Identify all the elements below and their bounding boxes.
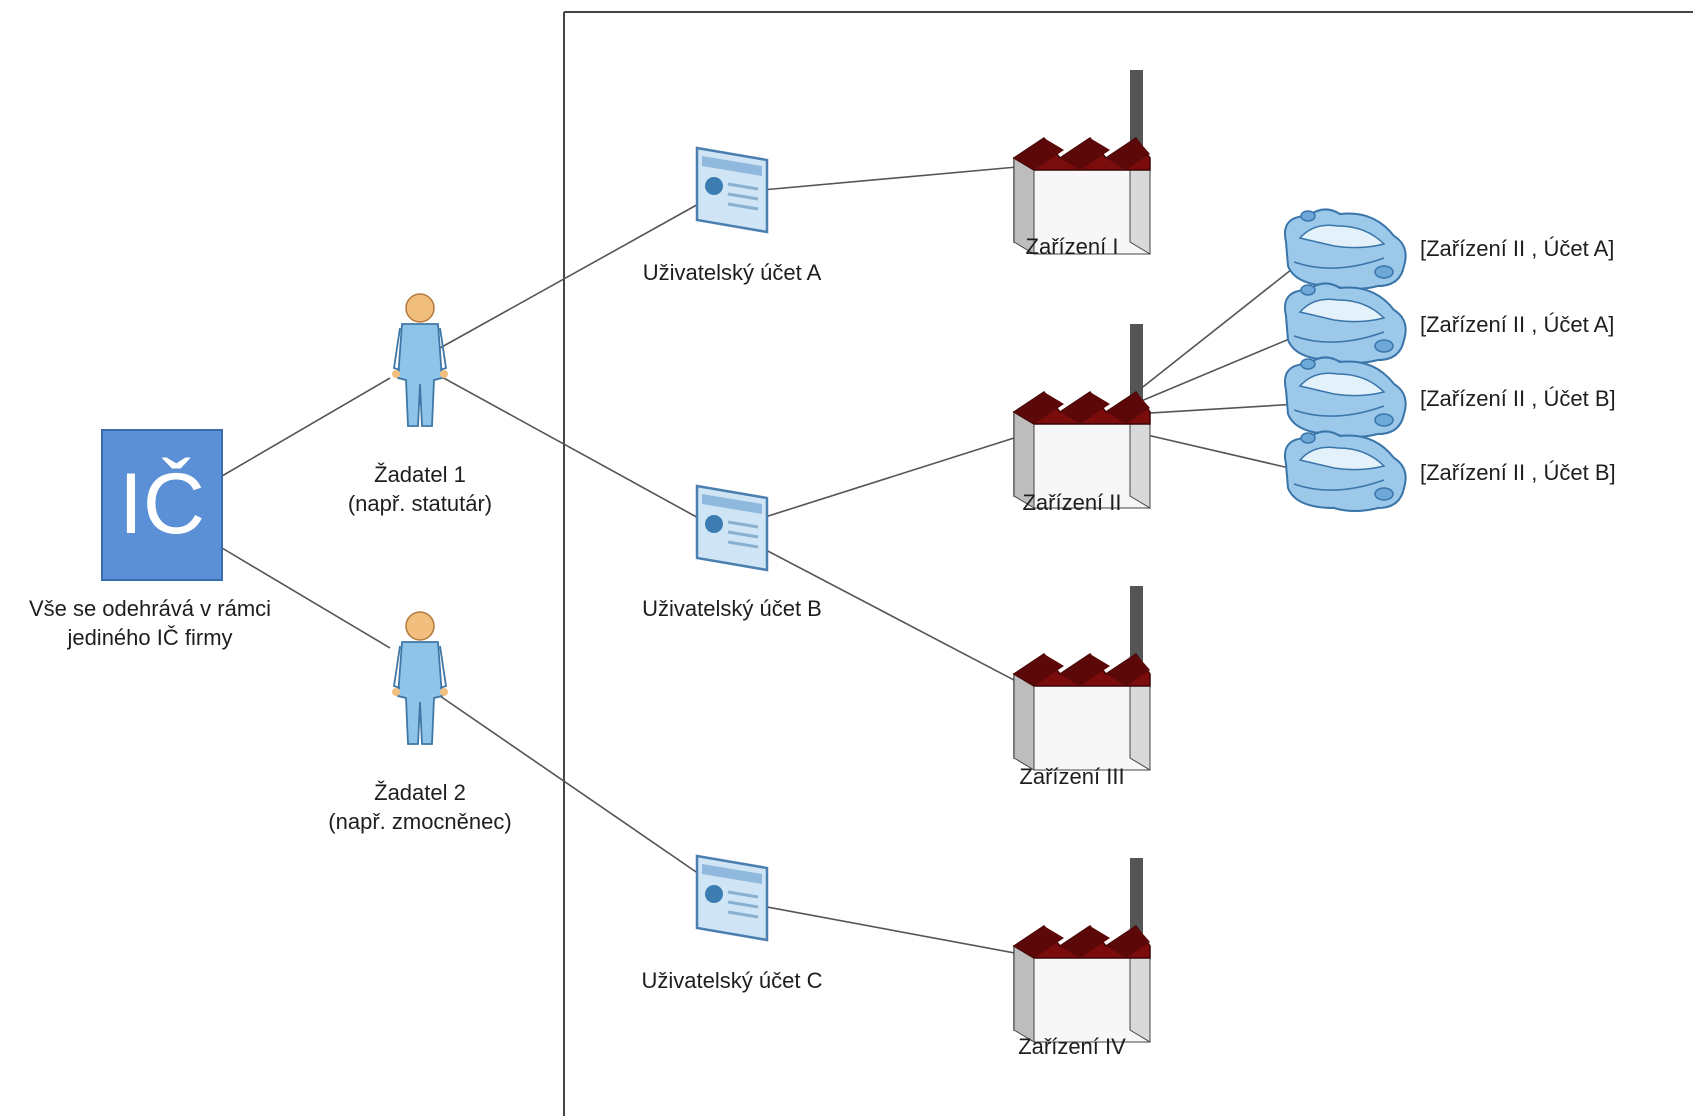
vehicle-3-label: [Zařízení II , Účet B] [1420, 386, 1616, 411]
facility-4-factory-icon [1013, 857, 1151, 1043]
facility-1-factory-icon [1013, 69, 1151, 255]
facility-3-label: Zařízení III [1019, 764, 1125, 789]
account-c-label: Uživatelský účet C [641, 968, 823, 993]
vehicle-1-label: [Zařízení II , Účet A] [1420, 236, 1615, 261]
applicant-1-label: Žadatel 1 (např. statutár) [310, 460, 530, 518]
facility-2-label: Zařízení II [1022, 490, 1122, 515]
company-caption-line-2: jediného IČ firmy [67, 625, 233, 650]
account-a-card-icon [695, 146, 769, 234]
applicant-1-role: (např. statutár) [347, 491, 493, 516]
edge-facility2-vehicle4 [1133, 431, 1299, 471]
vehicle-3-car-icon [1283, 356, 1407, 438]
edge-facility2-vehicle1 [1133, 257, 1307, 395]
vehicle-2-label: [Zařízení II , Účet A] [1420, 312, 1615, 337]
facility-4-label: Zařízení IV [1018, 1034, 1126, 1059]
vehicle-1-car-icon [1283, 208, 1407, 290]
edge-accountB-facility2 [761, 437, 1015, 519]
company-caption-line-1: Vše se odehrává v rámci [28, 596, 272, 621]
edge-accountC-facility4 [761, 905, 1053, 961]
facility-3-factory-icon [1013, 585, 1151, 771]
connectors [221, 165, 1307, 961]
account-b-label: Uživatelský účet B [642, 596, 822, 621]
applicant-2-role: (např. zmocněnec) [328, 809, 512, 834]
edge-applicant2-accountC [439, 695, 703, 877]
account-a-label: Uživatelský účet A [642, 260, 822, 285]
edge-facility2-vehicle3 [1133, 403, 1299, 415]
account-b-card-icon [695, 484, 769, 572]
company-caption: Vše se odehrává v rámci jediného IČ firm… [0, 594, 300, 652]
vehicle-2-car-icon [1283, 282, 1407, 364]
edge-facility2-vehicle2 [1133, 331, 1307, 405]
applicant-2-name: Žadatel 2 [374, 780, 466, 805]
applicant-1-name: Žadatel 1 [374, 462, 466, 487]
company-ic-icon: IČ [101, 429, 223, 581]
vehicle-4-label: [Zařízení II , Účet B] [1420, 460, 1616, 485]
applicant-1-person-icon [391, 293, 449, 427]
svg-text:IČ: IČ [119, 456, 205, 552]
applicant-2-person-icon [391, 611, 449, 745]
edge-ic-applicant1 [221, 377, 391, 477]
facility-1-label: Zařízení I [1025, 234, 1119, 259]
edge-ic-applicant2 [221, 547, 391, 649]
edge-accountA-facility1 [761, 165, 1029, 191]
vehicle-4-car-icon [1283, 430, 1407, 512]
applicant-2-label: Žadatel 2 (např. zmocněnec) [300, 778, 540, 836]
edge-applicant1-accountB [439, 375, 703, 521]
account-c-card-icon [695, 854, 769, 942]
facility-2-factory-icon [1013, 323, 1151, 509]
edge-accountB-facility3 [761, 547, 1053, 701]
edge-applicant1-accountA [439, 201, 703, 349]
